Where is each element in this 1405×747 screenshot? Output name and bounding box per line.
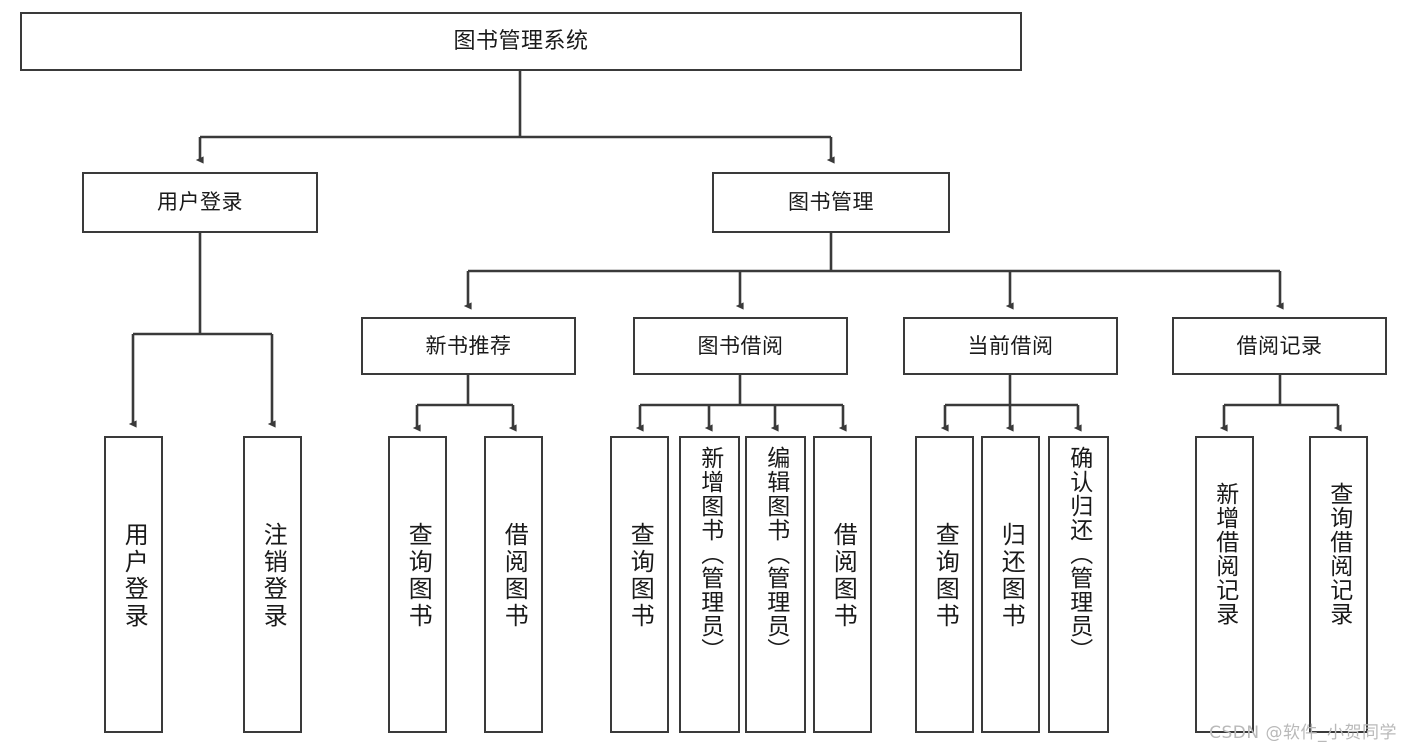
node-leaf-query-book-2[interactable]: 查询图书 [610,436,669,733]
node-label: 借阅图书 [829,522,858,630]
node-label: 查询图书 [931,522,960,630]
node-current-borrowing[interactable]: 当前借阅 [903,317,1118,375]
node-label: 当前借阅 [967,333,1054,358]
node-label: 归还图书 [997,522,1026,630]
node-label: 用户登录 [157,190,243,215]
node-new-book-recommendation[interactable]: 新书推荐 [361,317,576,375]
node-leaf-add-book[interactable]: 新增图书（管理员） [679,436,740,733]
node-label: 查询图书 [626,522,655,630]
node-leaf-add-borrow-record[interactable]: 新增借阅记录 [1195,436,1254,733]
node-leaf-confirm-return[interactable]: 确认归还（管理员） [1048,436,1109,733]
node-leaf-query-book-3[interactable]: 查询图书 [915,436,974,733]
node-label: 图书借阅 [697,333,784,358]
node-label: 新增图书（管理员） [696,446,723,662]
node-root-book-management-system[interactable]: 图书管理系统 [20,12,1022,71]
node-borrowing-record[interactable]: 借阅记录 [1172,317,1387,375]
node-label: 编辑图书（管理员） [762,446,789,662]
node-label: 查询图书 [404,522,433,630]
node-label: 查询借阅记录 [1325,482,1352,626]
node-leaf-edit-book[interactable]: 编辑图书（管理员） [745,436,806,733]
node-leaf-logout[interactable]: 注销登录 [243,436,302,733]
node-label: 注销登录 [259,522,288,630]
node-label: 新增借阅记录 [1211,482,1238,626]
node-label: 图书管理系统 [453,28,589,54]
watermark-text: CSDN @软件_小贺同学 [1209,723,1397,743]
node-label: 借阅图书 [500,522,529,630]
node-label: 用户登录 [120,522,149,630]
node-leaf-return-book[interactable]: 归还图书 [981,436,1040,733]
node-leaf-user-login[interactable]: 用户登录 [104,436,163,733]
node-book-borrowing[interactable]: 图书借阅 [633,317,848,375]
node-label: 确认归还（管理员） [1065,446,1092,662]
node-user-login[interactable]: 用户登录 [82,172,318,233]
node-leaf-query-borrow-record[interactable]: 查询借阅记录 [1309,436,1368,733]
node-leaf-borrow-book-2[interactable]: 借阅图书 [813,436,872,733]
node-label: 借阅记录 [1236,333,1323,358]
node-book-management[interactable]: 图书管理 [712,172,950,233]
node-leaf-borrow-book-1[interactable]: 借阅图书 [484,436,543,733]
node-label: 图书管理 [788,190,874,215]
node-label: 新书推荐 [425,333,512,358]
node-leaf-query-book-1[interactable]: 查询图书 [388,436,447,733]
